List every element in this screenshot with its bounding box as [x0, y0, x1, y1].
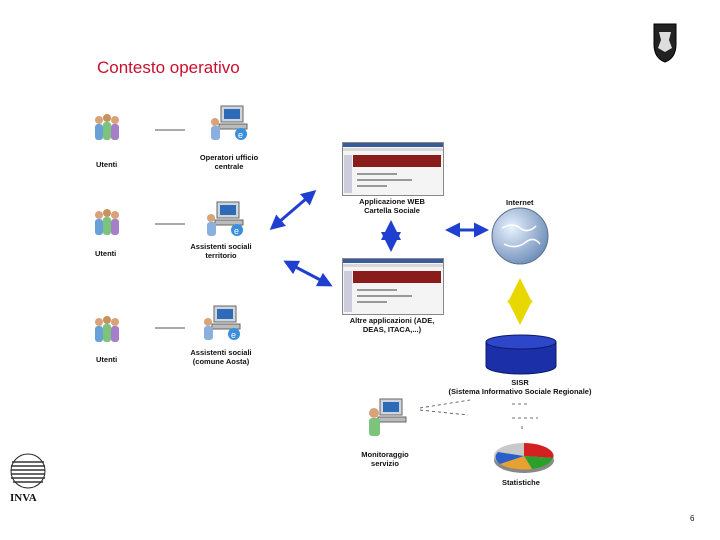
- operator-label: Assistenti sociali (comune Aosta): [186, 348, 256, 366]
- monitoring-workstation-icon: [369, 398, 407, 436]
- svg-text:e: e: [231, 330, 236, 340]
- inva-logo-icon: [10, 453, 46, 489]
- sisr-label-line: (Sistema Informativo Sociale Regionale): [448, 387, 592, 396]
- users-icon: [95, 316, 119, 342]
- page-number: 6: [690, 514, 695, 523]
- other-apps-screenshot: [342, 258, 444, 315]
- svg-text:e: e: [234, 226, 239, 236]
- web-app-label: Applicazione WEB Cartella Sociale: [350, 197, 434, 215]
- users-icon: [95, 114, 119, 140]
- operator-label-line: centrale: [214, 162, 244, 171]
- monitoring-label-line: servizio: [371, 459, 399, 468]
- operator-label: Assistenti sociali territorio: [186, 242, 256, 260]
- users-label: Utenti: [96, 160, 118, 169]
- arrow-operators-other: [283, 260, 333, 287]
- coat-of-arms-icon: [653, 23, 677, 63]
- statistics-pie-icon: [494, 443, 554, 473]
- users-label: Utenti: [95, 249, 117, 258]
- operator-workstation-icon: e: [204, 305, 241, 340]
- globe-icon: [491, 207, 549, 265]
- other-apps-label-line: DEAS, ITACA,...): [362, 325, 422, 334]
- arrow-operators-web: [269, 190, 317, 230]
- web-app-label-line: Cartella Sociale: [364, 206, 420, 215]
- dashed-link-monitor: [419, 399, 471, 416]
- operator-workstation-icon: e: [207, 201, 244, 236]
- monitoring-label: Monitoraggio servizio: [352, 450, 418, 468]
- web-app-label-line: Applicazione WEB: [359, 197, 425, 206]
- operator-label-line: Operatori ufficio: [199, 153, 259, 162]
- operator-workstation-icon: e: [211, 105, 248, 140]
- users-label: Utenti: [96, 355, 118, 364]
- page-title: Contesto operativo: [97, 58, 240, 77]
- inva-logo-text: INVA: [10, 492, 37, 504]
- operator-label-line: Assistenti sociali: [190, 242, 252, 251]
- svg-text:e: e: [238, 130, 243, 140]
- statistics-label: Statistiche: [502, 478, 540, 487]
- operator-label-line: territorio: [205, 251, 237, 260]
- users-icon: [95, 209, 119, 235]
- operator-label-line: (comune Aosta): [192, 357, 250, 366]
- web-app-screenshot: [342, 142, 444, 196]
- operator-label-line: Assistenti sociali: [190, 348, 252, 357]
- operator-label: Operatori ufficio centrale: [194, 153, 264, 171]
- monitoring-label-line: Monitoraggio: [361, 450, 409, 459]
- internet-label: Internet: [506, 198, 534, 207]
- other-apps-label: Altre applicazioni (ADE, DEAS, ITACA,...…: [344, 316, 440, 334]
- sisr-label-line: SISR: [511, 378, 529, 387]
- dashed-link-stats: [512, 403, 538, 432]
- sisr-label: SISR (Sistema Informativo Sociale Region…: [442, 378, 598, 396]
- database-icon: [485, 334, 557, 375]
- other-apps-label-line: Altre applicazioni (ADE,: [349, 316, 435, 325]
